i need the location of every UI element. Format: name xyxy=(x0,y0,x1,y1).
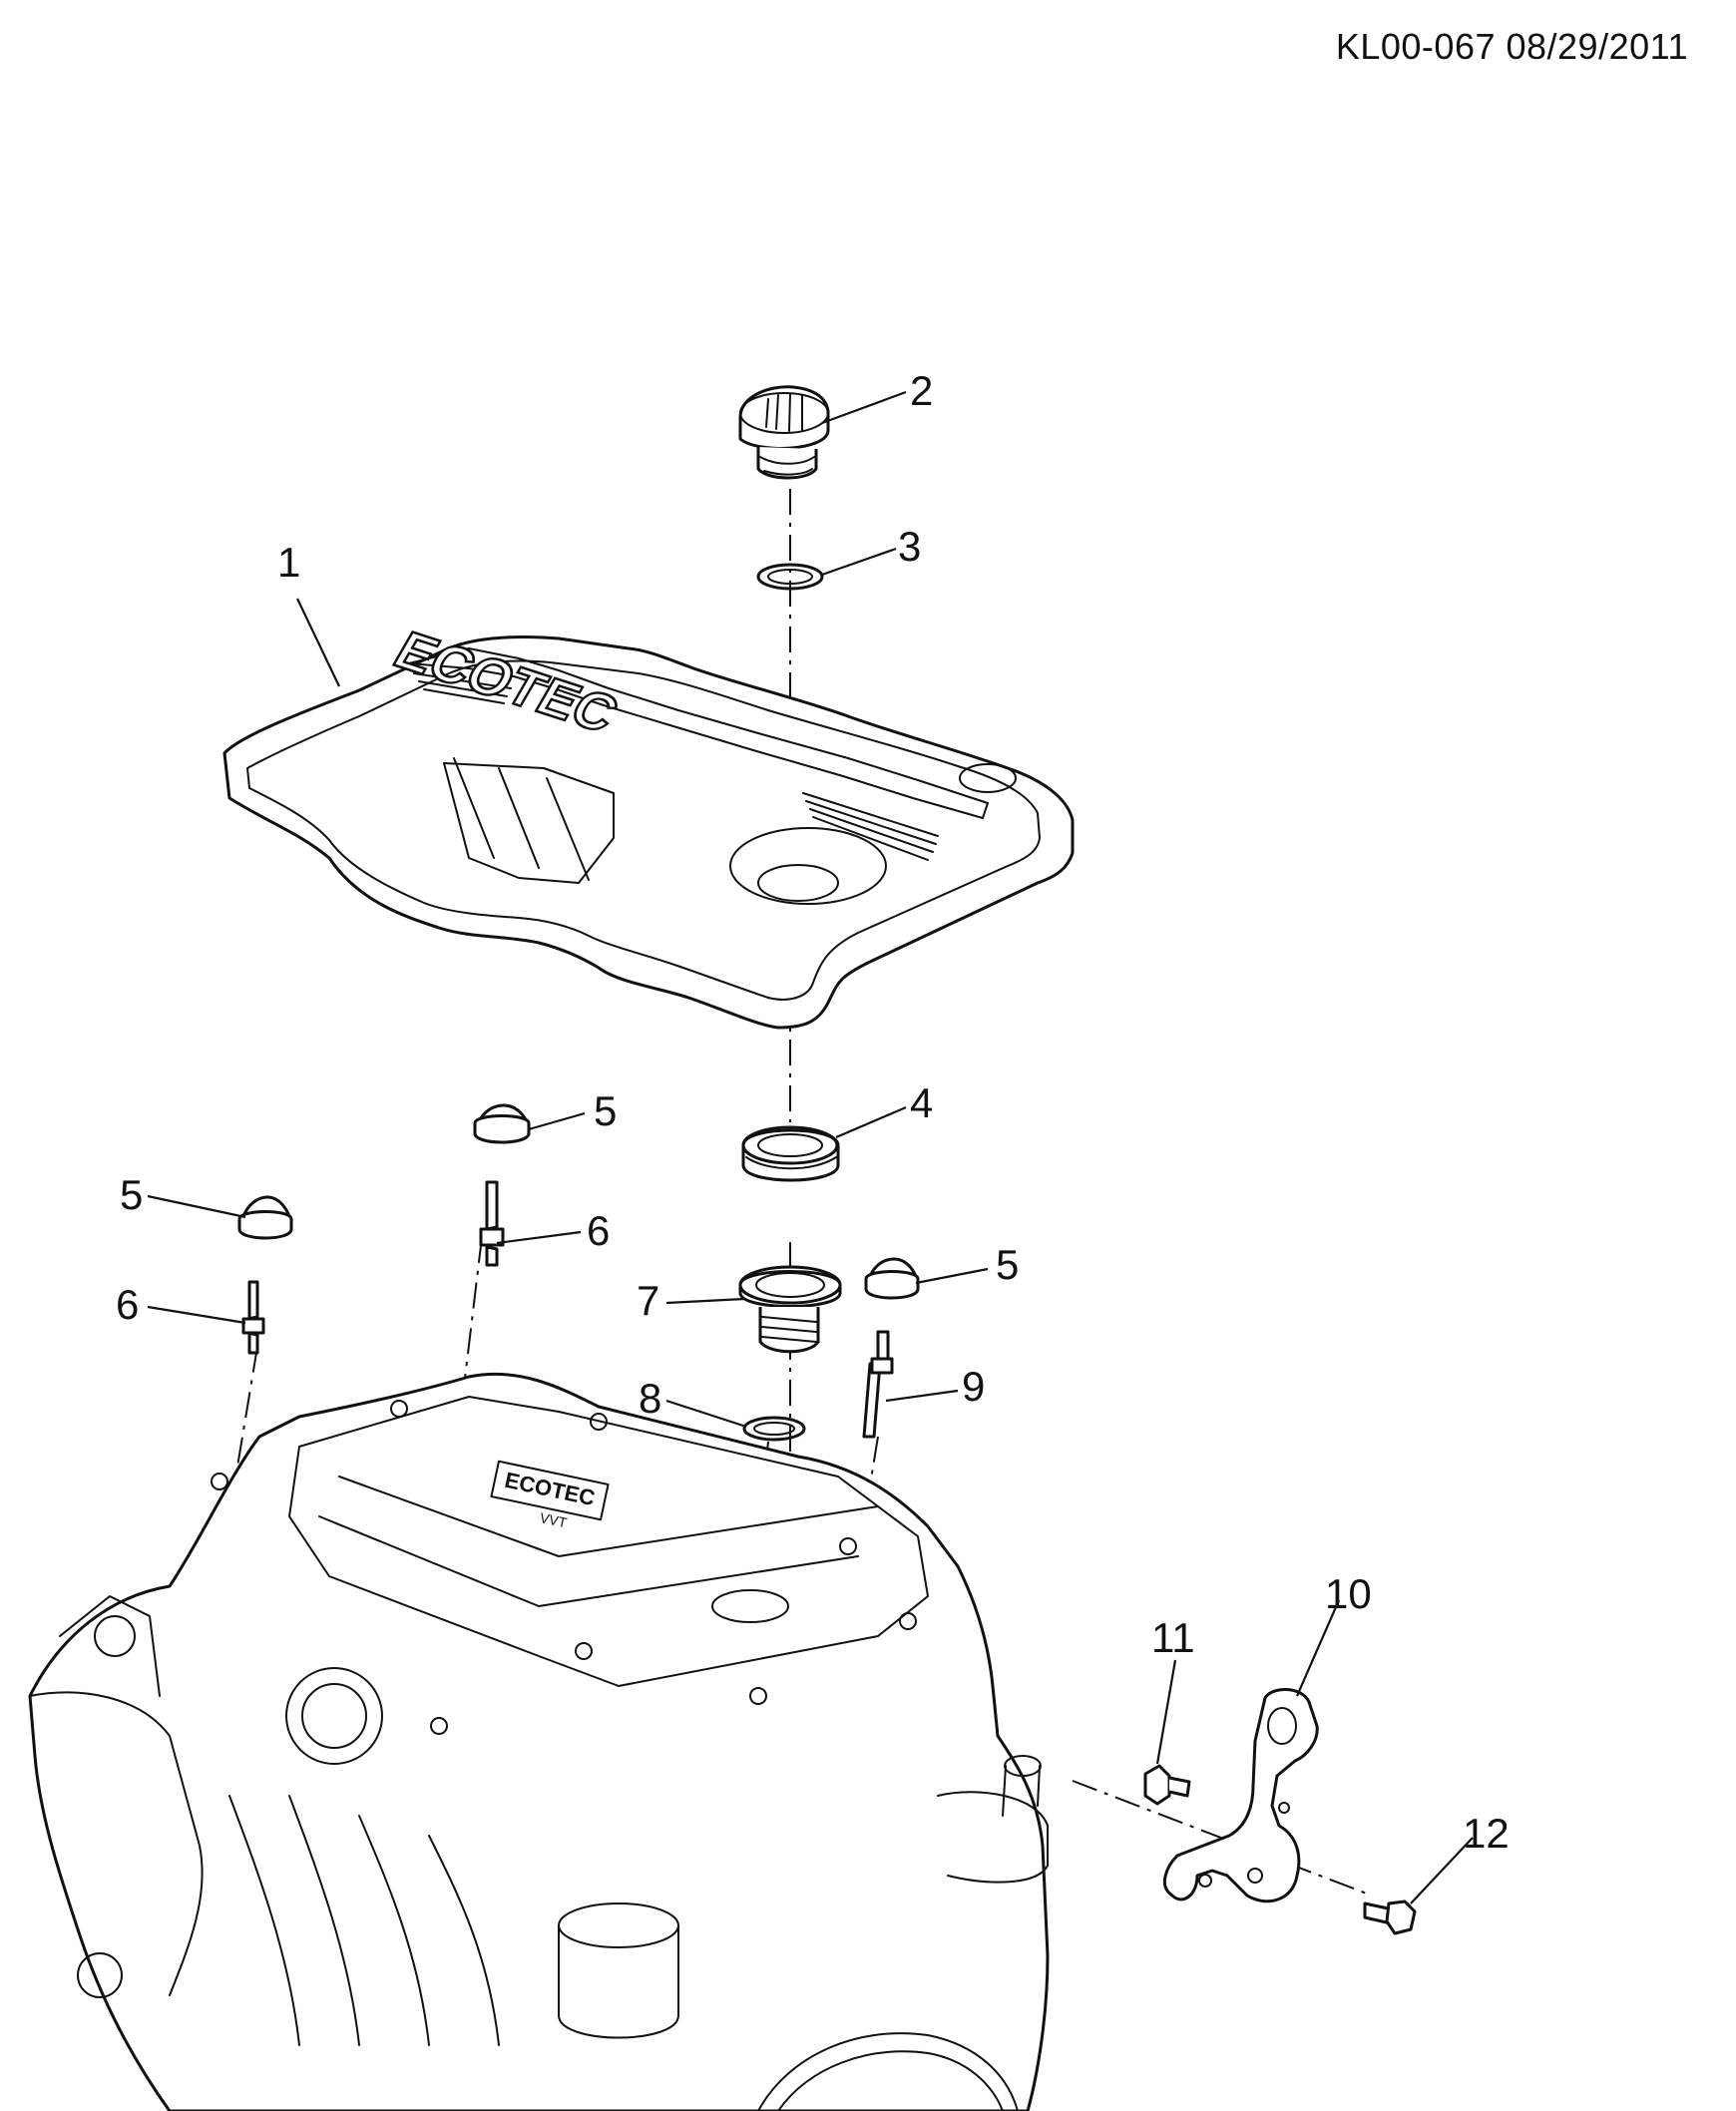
filler-neck-o-ring xyxy=(742,1416,806,1442)
cover-grommet-left xyxy=(237,1195,293,1240)
callout-12: 12 xyxy=(1463,1810,1510,1857)
oil-filler-neck xyxy=(738,1265,842,1354)
cap-seal-ring xyxy=(756,563,824,591)
leader-lines xyxy=(147,390,1474,1904)
callout-8: 8 xyxy=(639,1375,661,1422)
oil-filler-cap xyxy=(738,385,830,480)
engine-assembly: ECOTEC VVT xyxy=(28,1372,1050,2111)
cover-grommet-right xyxy=(864,1257,920,1300)
callout-11: 11 xyxy=(1151,1614,1195,1661)
bolt-12 xyxy=(1363,1900,1417,1935)
callout-3: 3 xyxy=(898,523,921,570)
callout-7: 7 xyxy=(637,1277,659,1324)
callout-1: 1 xyxy=(277,539,300,586)
callout-2: 2 xyxy=(910,367,933,414)
mounting-bracket xyxy=(1162,1688,1319,1903)
stud-left xyxy=(241,1280,265,1355)
callout-labels: 1 2 3 4 5 5 5 6 6 7 8 9 10 11 12 xyxy=(116,367,1510,1857)
callout-6-middle: 6 xyxy=(587,1207,610,1254)
callout-9: 9 xyxy=(962,1363,985,1410)
cover-grommet-middle xyxy=(473,1103,531,1144)
callout-4: 4 xyxy=(910,1079,933,1126)
callout-5-right: 5 xyxy=(996,1241,1019,1288)
callout-5-middle: 5 xyxy=(594,1087,617,1134)
callout-6-left: 6 xyxy=(116,1281,139,1328)
engine-cover: ECOTEC xyxy=(222,620,1075,1030)
bolt-11 xyxy=(1143,1764,1191,1806)
long-stud xyxy=(862,1330,894,1439)
valve-cover-badge-sub: VVT xyxy=(539,1509,569,1530)
callout-10: 10 xyxy=(1325,1570,1372,1617)
filler-grommet xyxy=(741,1125,840,1182)
stud-middle xyxy=(479,1180,505,1267)
callout-5-left: 5 xyxy=(120,1171,143,1218)
document-reference: KL00-067 08/29/2011 xyxy=(1335,26,1688,67)
